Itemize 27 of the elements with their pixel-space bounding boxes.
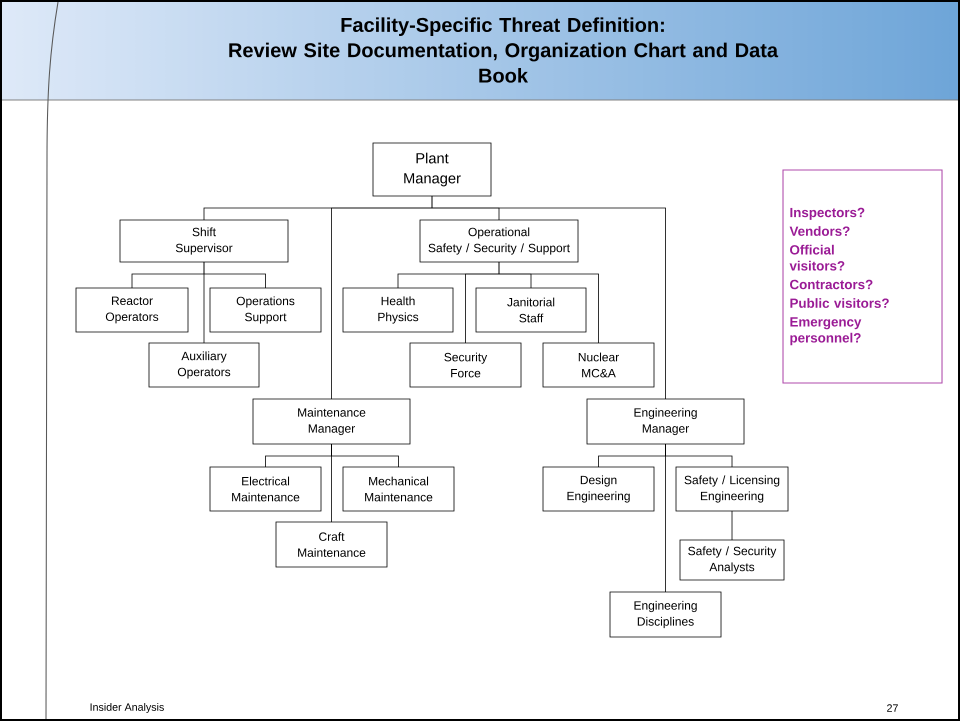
org-box: Shift Supervisor <box>120 220 288 262</box>
org-box: Design Engineering <box>542 466 654 512</box>
slide-title: Facility-Specific Threat Definition: Review Site Documentation, Organization Chart and Data Book <box>229 17 778 83</box>
org-box: Reactor Operators <box>76 288 188 332</box>
org-box: Plant Manager <box>372 142 492 196</box>
org-box: Janitorial Staff <box>476 288 586 332</box>
org-box: Safety / Security Analysts <box>680 540 784 580</box>
connector-line <box>665 444 666 592</box>
org-box: Auxiliary Operators <box>148 342 260 388</box>
connector-line <box>498 262 599 344</box>
note-box: Inspectors? Vendors? Official visitors? Contractors? Public visitors? Emergency personnel? <box>782 169 943 384</box>
connector-line <box>432 196 666 400</box>
connector-line <box>331 444 332 522</box>
org-box: Operational Safety / Security / Support <box>420 220 578 262</box>
org-box: Mechanical Maintenance <box>342 466 454 512</box>
org-box: Operations Support <box>210 288 322 332</box>
org-box: Safety / Licensing Engineering <box>676 466 788 512</box>
org-box: Electrical Maintenance <box>210 466 322 512</box>
org-box: Nuclear MC&A <box>542 342 654 388</box>
page-number: 27 <box>887 704 898 712</box>
org-box: Security Force <box>410 342 522 388</box>
org-box: Engineering Manager <box>586 398 744 444</box>
org-box: Health Physics <box>342 288 454 332</box>
org-box: Engineering Disciplines <box>610 592 722 638</box>
org-box: Maintenance Manager <box>252 398 410 444</box>
footer-text: Insider Analysis <box>90 703 164 713</box>
org-box: Craft Maintenance <box>276 522 388 568</box>
